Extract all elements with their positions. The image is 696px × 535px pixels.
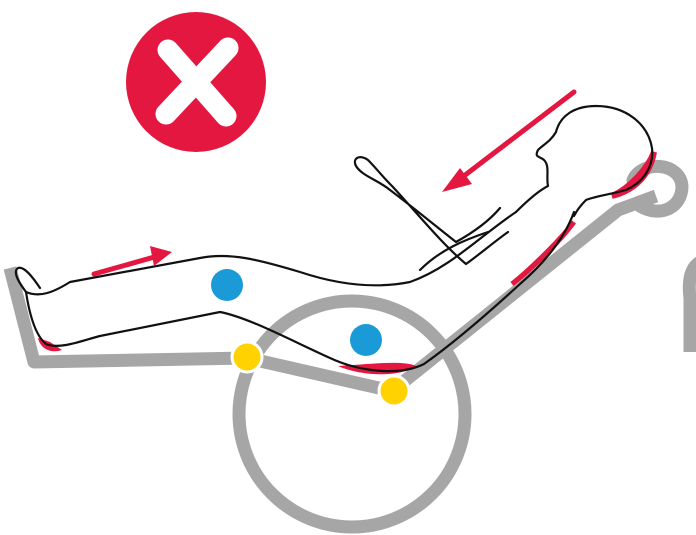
chair-frame	[10, 196, 656, 391]
pivot-joint-seat-front	[232, 342, 262, 372]
body-joint-knee	[211, 269, 243, 301]
verdict-badge	[126, 12, 266, 152]
arrow-shaft	[456, 92, 574, 182]
force-arrow-head-down	[442, 92, 574, 192]
body-outline-bottom	[26, 212, 574, 371]
pivot-joint-seat-back	[379, 376, 409, 406]
torso-outline	[420, 232, 488, 270]
body-joint-hip	[350, 324, 382, 356]
arm-outline	[355, 157, 508, 264]
adjacent-chair-frame	[689, 262, 696, 352]
